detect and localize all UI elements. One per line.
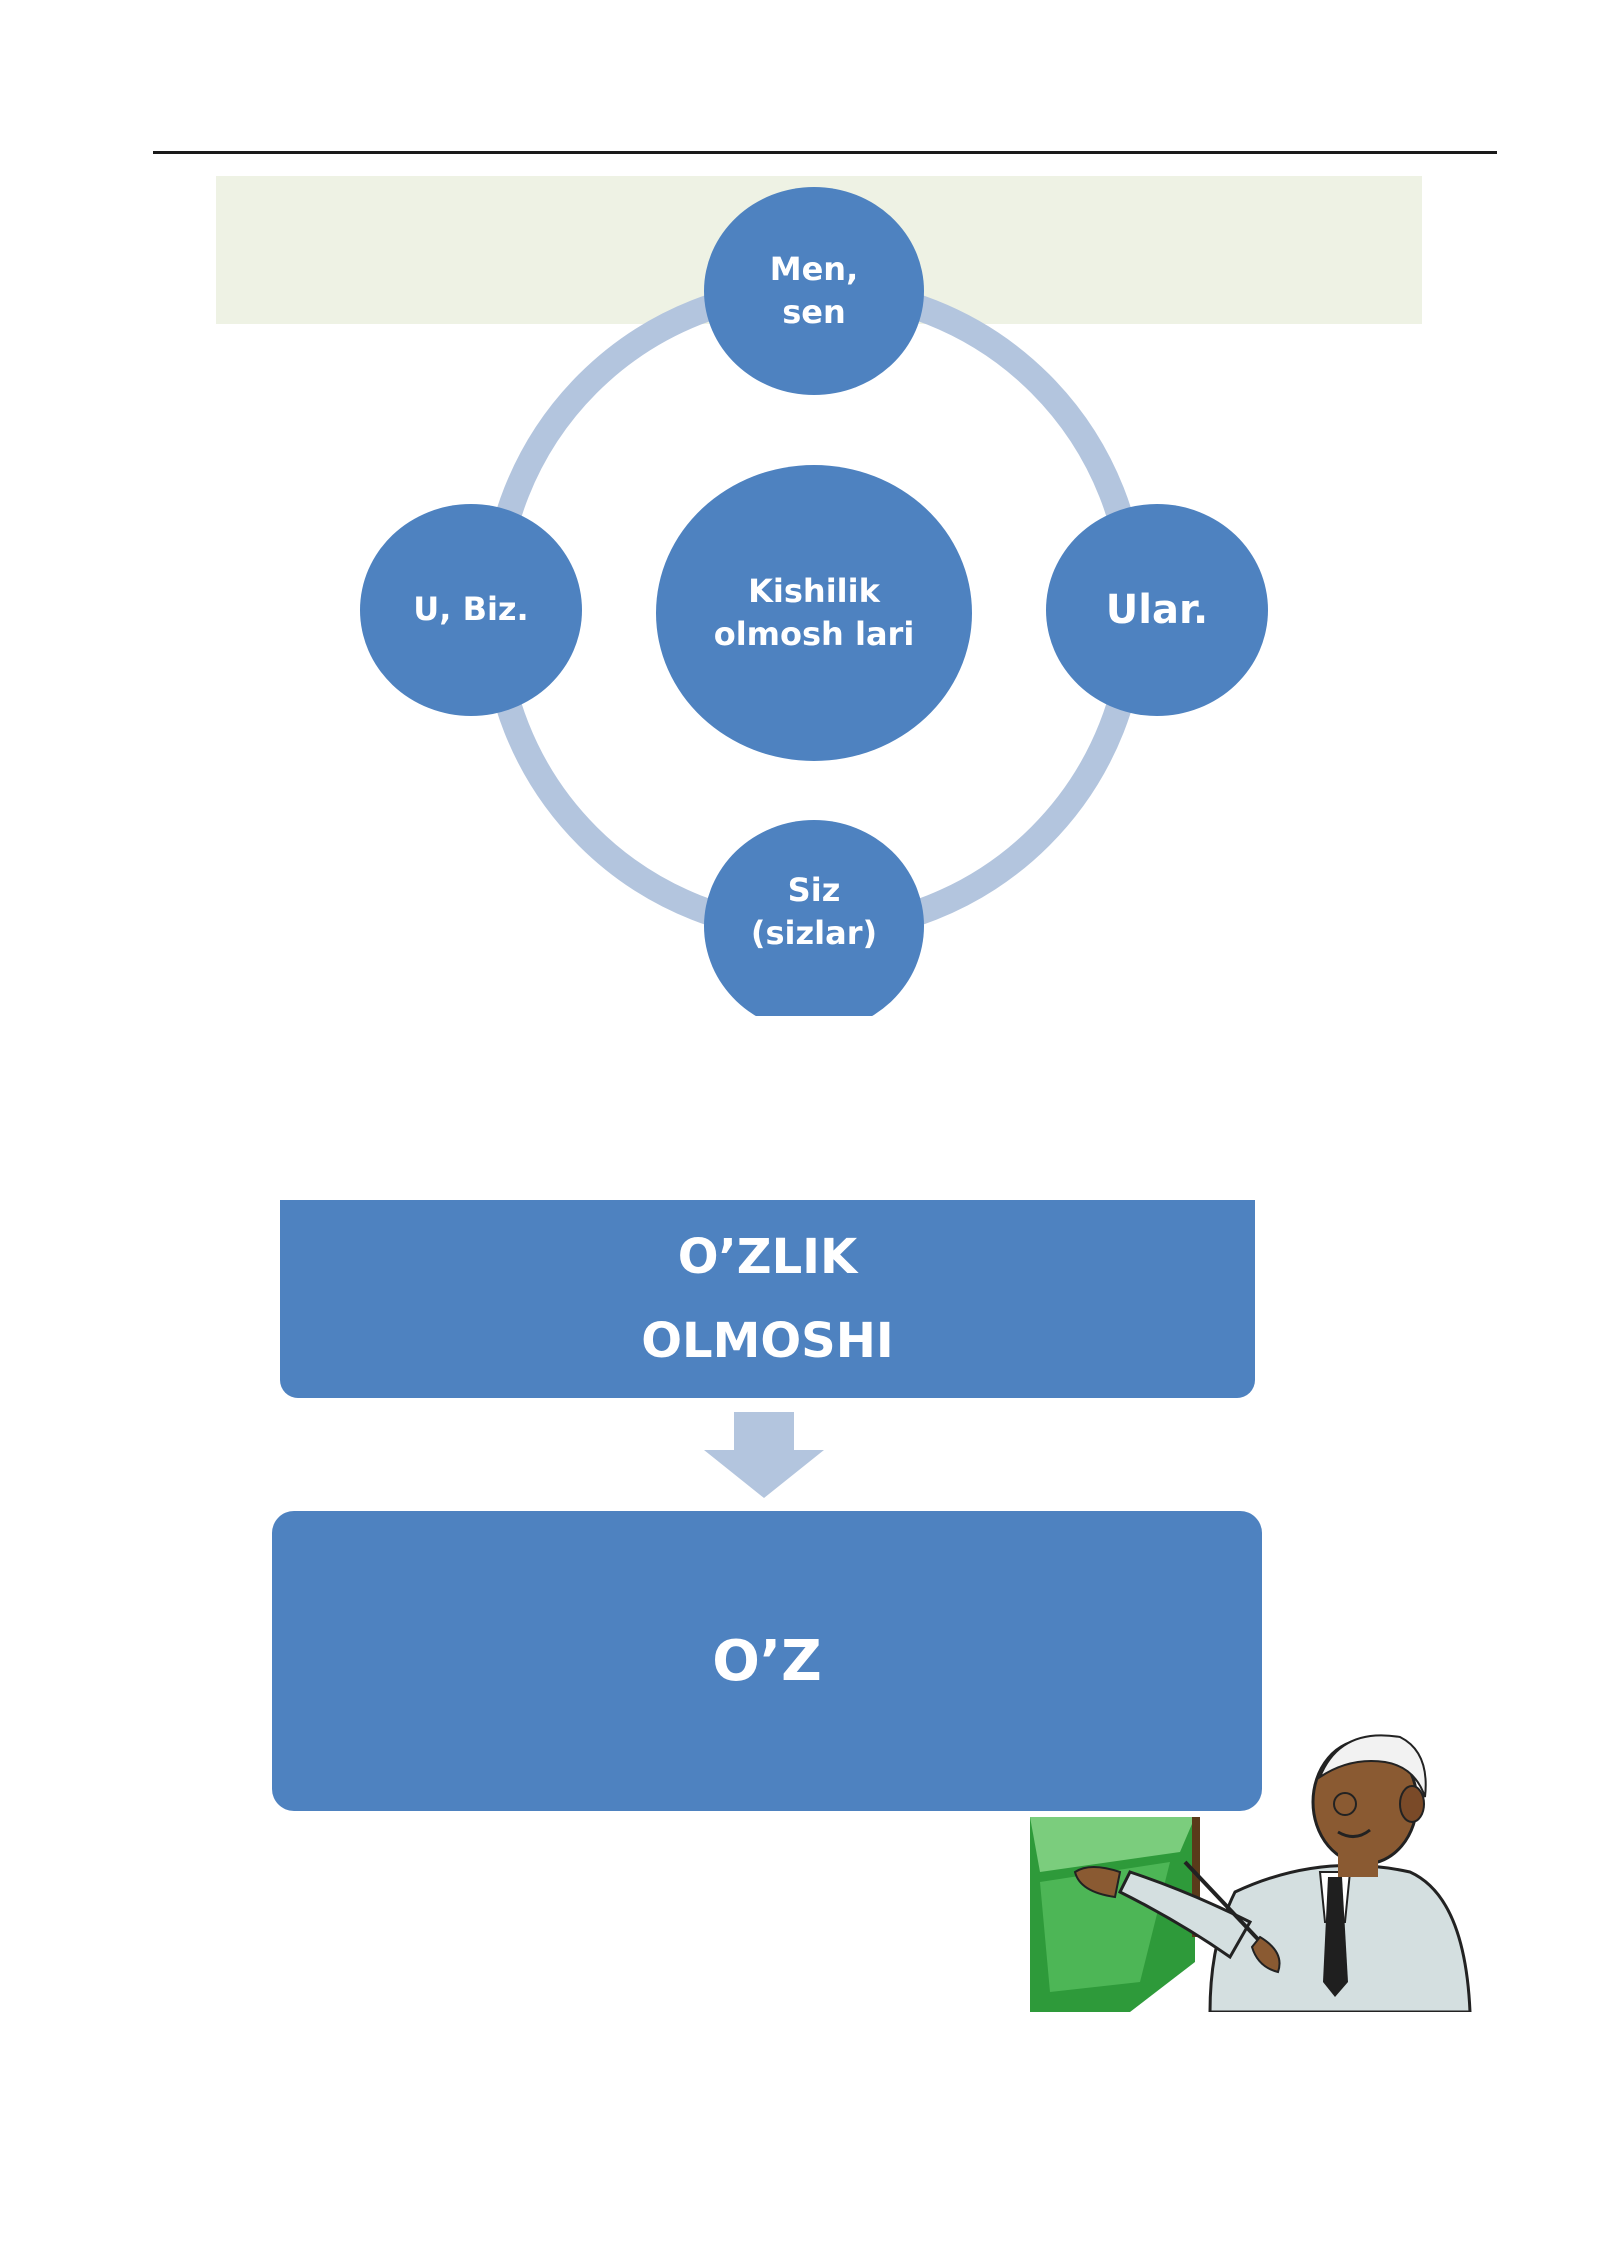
node-u-biz-label: U, Biz. [413,590,529,629]
node-siz-line2: (sizlar) [750,914,878,952]
node-center-line1: Kishilik [748,571,880,610]
node-ular-label: Ular. [1105,587,1209,633]
ozlik-line2: OLMOSHI [641,1313,894,1369]
arrow-down-icon [704,1412,824,1498]
node-siz: Siz (sizlar) [704,820,924,1016]
node-center-kishilik: Kishilik olmosh lari [656,465,972,761]
ozlik-line1: O’ZLIK [677,1229,858,1285]
node-center-line2: olmosh lari [713,615,915,653]
node-men-sen: Men, sen [704,187,924,395]
node-ular: Ular. [1046,504,1268,716]
node-siz-line1: Siz [787,870,841,909]
node-siz-clip: Siz (sizlar) [690,820,940,1016]
node-men-sen-line2: sen [782,293,846,331]
node-u-biz: U, Biz. [360,504,582,716]
node-men-sen-line1: Men, [769,249,859,288]
ozlik-olmoshi-box: O’ZLIK OLMOSHI [280,1200,1255,1398]
oz-label: O’Z [712,1628,822,1694]
header-rule [153,151,1497,154]
oz-box: O’Z [272,1511,1262,1811]
teacher-pointing-at-board-icon [1030,1734,1472,2012]
